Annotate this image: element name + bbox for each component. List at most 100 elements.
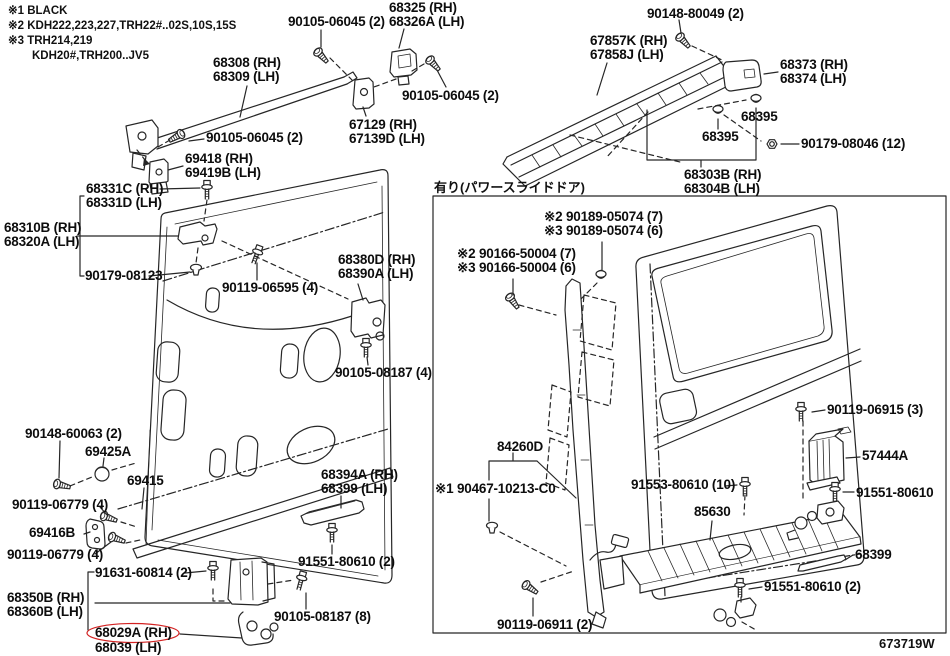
part-label-90105-08187-4[interactable]: 90105-08187 (4): [335, 366, 432, 380]
rail-67857k-drawing: [502, 30, 778, 187]
part-number-text: 68331C (RH): [86, 181, 164, 196]
part-label-69416b[interactable]: 69416B: [29, 526, 75, 540]
part-label-84260d[interactable]: 84260D: [497, 440, 543, 454]
part-number-text: 90148-80049 (2): [647, 6, 744, 21]
power-slide-door-panel: [432, 195, 947, 634]
part-label-69425a[interactable]: 69425A: [85, 445, 131, 459]
part-label-67857k-67858j[interactable]: 67857K (RH)67858J (LH): [590, 34, 668, 62]
part-label-67129-67139d[interactable]: 67129 (RH)67139D (LH): [349, 118, 425, 146]
part-number-text: 91553-80610 (10): [631, 477, 736, 492]
part-label-69418-69419b[interactable]: 69418 (RH)69419B (LH): [185, 152, 261, 180]
part-number-text: 90179-08046 (12): [801, 136, 906, 151]
part-number-text: 91551-80610 (2): [764, 579, 861, 594]
part-label-85630[interactable]: 85630: [694, 505, 731, 519]
part-number-text: 68309 (LH): [213, 69, 280, 84]
part-label-91553-80610[interactable]: 91553-80610 (10): [631, 478, 735, 492]
part-label-90179-08123[interactable]: 90179-08123: [85, 269, 163, 283]
panel-title: 有り(パワースライドドア): [434, 180, 586, 195]
legend-line: KDH20#,TRH200..JV5: [32, 50, 149, 62]
part-label-90105-06045-mid[interactable]: 90105-06045 (2): [206, 131, 303, 145]
part-number-text: 68395: [741, 109, 778, 124]
part-label-68029a[interactable]: 68029A (RH): [95, 626, 172, 640]
part-label-69415[interactable]: 69415: [127, 474, 164, 488]
part-label-90119-06779-upper[interactable]: 90119-06779 (4): [12, 498, 108, 512]
part-label-68394a-68399[interactable]: 68394A (RH)68399 (LH): [321, 468, 398, 496]
part-label-90148-80049[interactable]: 90148-80049 (2): [647, 7, 744, 21]
part-number-text: 68310B (RH): [4, 220, 82, 235]
part-number-text: 67858J (LH): [590, 47, 664, 62]
part-label-68331c-68331d[interactable]: 68331C (RH)68331D (LH): [86, 181, 164, 210]
part-number-text: ※2 90166-50004 (7): [457, 246, 576, 261]
part-number-text: 68360B (LH): [7, 604, 83, 619]
part-number-text: 69415: [127, 473, 164, 488]
part-number-text: 68399 (LH): [321, 481, 388, 496]
part-label-68380d-68390a[interactable]: 68380D (RH)68390A (LH): [338, 253, 416, 281]
part-label-68395-upper[interactable]: 68395: [741, 110, 778, 124]
part-number-text: 69416B: [29, 525, 76, 540]
part-number-text: 90119-06779 (4): [7, 547, 104, 562]
part-label-91551-80610-door[interactable]: 91551-80610 (2): [298, 555, 395, 569]
part-label-90119-06915[interactable]: 90119-06915 (3): [827, 403, 923, 417]
part-label-90119-06779-lower[interactable]: 90119-06779 (4): [7, 548, 103, 562]
part-label-91551-80610-motor[interactable]: 91551-80610: [856, 486, 934, 500]
part-number-text: 68320A (LH): [4, 234, 80, 249]
part-label-90105-08187-8[interactable]: 90105-08187 (8): [274, 610, 371, 624]
part-label-68308-68309[interactable]: 68308 (RH)68309 (LH): [213, 56, 281, 84]
part-number-text: 90119-06779 (4): [12, 497, 109, 512]
part-label-68310b-68320a[interactable]: 68310B (RH)68320A (LH): [4, 220, 82, 249]
part-number-text: 90105-08187 (8): [274, 609, 371, 624]
diagram-code: 673719W: [879, 636, 935, 651]
part-number-text: 68303B (RH): [684, 167, 762, 182]
part-number-text: 68373 (RH): [780, 57, 848, 72]
part-number-text: 90119-06915 (3): [827, 402, 924, 417]
part-number-text: 90119-06911 (2): [497, 617, 593, 632]
part-label-90189-05074[interactable]: ※2 90189-05074 (7)※3 90189-05074 (6): [544, 210, 663, 238]
part-label-68325-68326a[interactable]: 68325 (RH)68326A (LH): [389, 1, 465, 29]
part-label-68303b-68304b[interactable]: 68303B (RH)68304B (LH): [684, 167, 762, 196]
part-label-68399-step[interactable]: 68399: [855, 548, 892, 562]
part-number-text: 68394A (RH): [321, 467, 398, 482]
part-label-90105-06045-upper[interactable]: 90105-06045 (2): [402, 89, 499, 103]
part-label-68350b-68360b[interactable]: 68350B (RH)68360B (LH): [7, 590, 85, 619]
part-label-57444a[interactable]: 57444A: [862, 449, 908, 463]
part-number-text: 68399: [855, 547, 892, 562]
legend: ※1 BLACK※2 KDH222,223,227,TRH22#..02S,10…: [8, 4, 236, 64]
leader-lines: [58, 19, 800, 639]
part-number-text: 91631-60814 (2): [95, 565, 192, 580]
part-label-90179-08046[interactable]: 90179-08046 (12): [801, 137, 905, 151]
part-label-90467-10213-c0[interactable]: ※1 90467-10213-C0: [435, 482, 556, 496]
part-number-text: 69419B (LH): [185, 165, 261, 180]
part-number-text: 90105-06045 (2): [288, 14, 385, 29]
part-number-text: 68331D (LH): [86, 195, 162, 210]
assembly-dashes-left: [157, 45, 762, 148]
part-label-91631-60814[interactable]: 91631-60814 (2): [95, 566, 192, 580]
part-label-90148-60063[interactable]: 90148-60063 (2): [25, 427, 122, 441]
bottom-hinge-drawing: [207, 499, 365, 646]
highlight-ellipse: [86, 622, 180, 644]
part-label-90105-06045-top[interactable]: 90105-06045 (2): [288, 15, 385, 29]
part-number-text: 68326A (LH): [389, 14, 465, 29]
part-number-text: 57444A: [862, 448, 909, 463]
part-number-text: 69418 (RH): [185, 151, 253, 166]
part-label-68373-68374[interactable]: 68373 (RH)68374 (LH): [780, 58, 848, 86]
part-number-text: ※3 90166-50004 (6): [457, 260, 576, 275]
part-label-91551-80610-lock[interactable]: 91551-80610 (2): [764, 580, 861, 594]
part-number-text: 67129 (RH): [349, 117, 417, 132]
part-label-90166-50004[interactable]: ※2 90166-50004 (7)※3 90166-50004 (6): [457, 247, 576, 275]
part-number-text: 90148-60063 (2): [25, 426, 122, 441]
legend-line: ※3 TRH214,219: [8, 35, 93, 47]
part-label-90119-06911[interactable]: 90119-06911 (2): [497, 617, 593, 632]
part-number-text: 68039 (LH): [95, 640, 162, 655]
part-number-text: 84260D: [497, 439, 544, 454]
lower-left-parts-drawing: [51, 462, 141, 550]
part-number-text: 68350B (RH): [7, 590, 85, 605]
part-number-text: ※3 90189-05074 (6): [544, 223, 663, 238]
panel-border: [432, 195, 947, 634]
part-number-text: 68304B (LH): [684, 181, 760, 196]
part-number-text: 68374 (LH): [780, 71, 847, 86]
part-label-68039[interactable]: 68039 (LH): [95, 641, 161, 655]
part-label-68395-lower[interactable]: 68395: [702, 130, 739, 144]
part-label-90119-06595[interactable]: 90119-06595 (4): [222, 281, 318, 295]
